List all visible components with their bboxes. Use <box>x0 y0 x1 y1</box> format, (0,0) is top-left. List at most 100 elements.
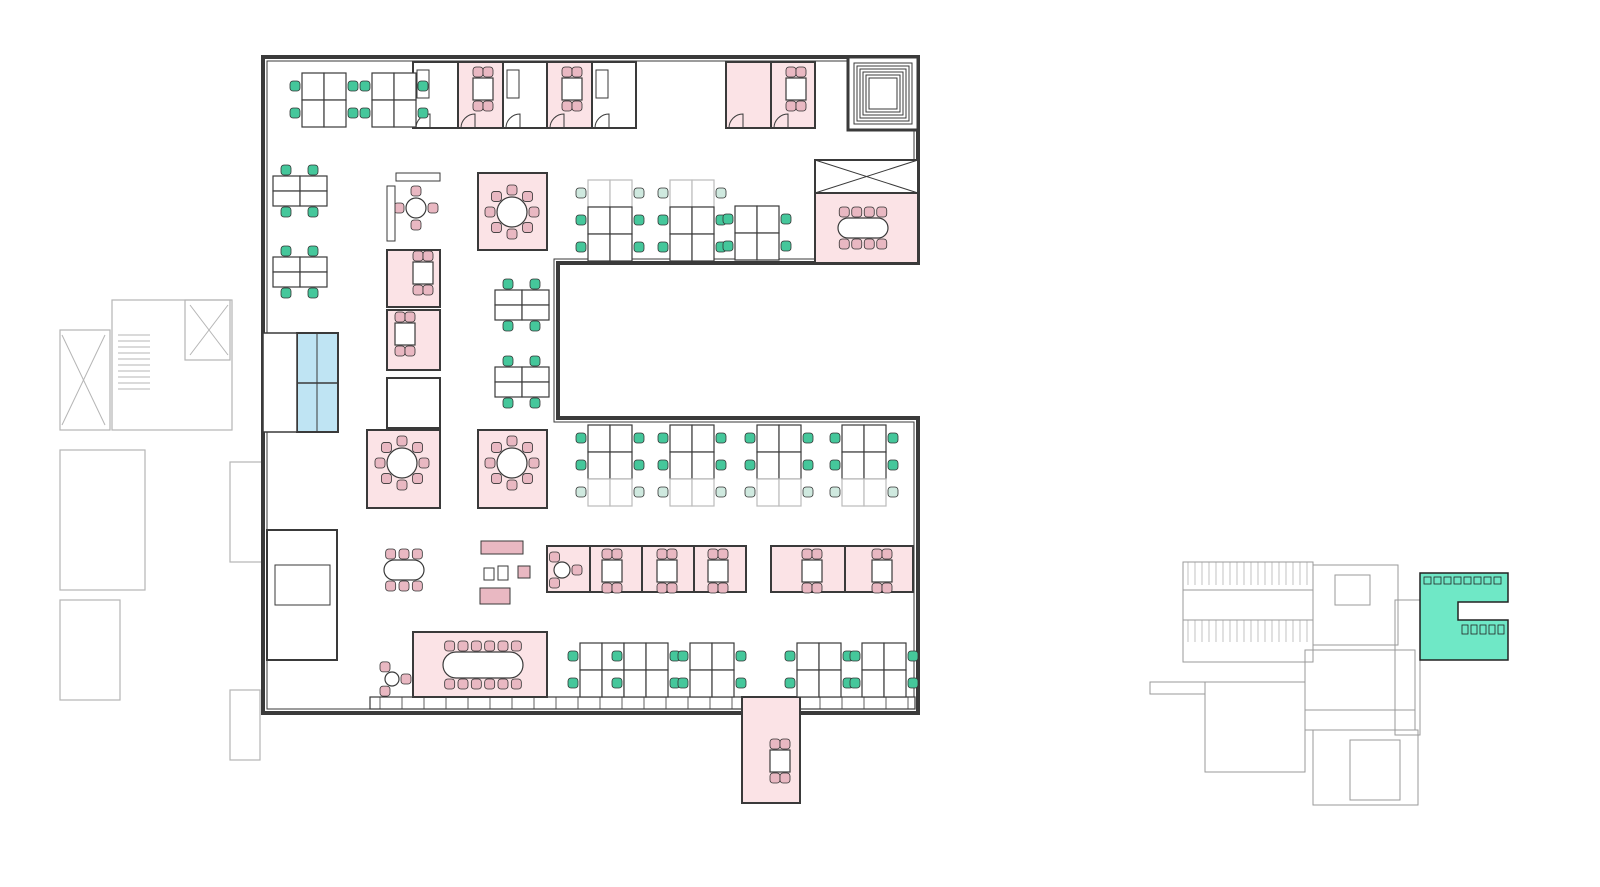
stair-flight <box>856 65 910 122</box>
keymap-building <box>1149 681 1206 695</box>
door-swing <box>505 113 521 129</box>
meeting-chair <box>506 184 518 196</box>
meeting-chair <box>785 66 797 78</box>
neighbor-wall <box>59 449 146 591</box>
workstation-chair <box>529 355 541 367</box>
meeting-chair <box>528 457 540 469</box>
workstation-chair <box>529 278 541 290</box>
workstation-chair <box>715 459 727 471</box>
meeting-chair <box>549 577 560 589</box>
furniture <box>272 66 919 784</box>
meeting-chair <box>863 238 875 250</box>
meeting-chair <box>444 640 456 652</box>
ottoman <box>483 567 495 581</box>
keymap-highlighted-floor <box>1419 572 1509 661</box>
desk <box>756 424 780 453</box>
keymap-building <box>1312 729 1419 806</box>
meeting-chair <box>418 457 430 469</box>
workstation-chair <box>529 320 541 332</box>
desk <box>691 424 715 453</box>
meeting-chair <box>795 66 807 78</box>
workstation-chair <box>829 459 841 471</box>
workstation-chair <box>744 432 756 444</box>
workstation-chair <box>802 432 814 444</box>
meeting-chair <box>484 206 496 218</box>
desk <box>841 478 865 507</box>
keymap-furniture <box>1470 624 1478 635</box>
meeting-chair <box>412 473 423 484</box>
desk <box>691 451 715 480</box>
desk <box>778 424 802 453</box>
meeting-chair <box>601 582 613 594</box>
meeting-chair <box>795 100 807 112</box>
workstation-chair <box>529 397 541 409</box>
meeting-chair <box>410 185 422 197</box>
meeting-chair <box>717 582 729 594</box>
meeting-chair <box>656 548 668 560</box>
keymap-furniture <box>1483 576 1492 585</box>
meeting-chair <box>374 457 386 469</box>
workstation-chair <box>417 107 429 119</box>
workstation-chair <box>289 107 301 119</box>
meeting-chair <box>410 219 422 231</box>
desk <box>587 424 611 453</box>
workstation-chair <box>735 650 747 662</box>
workstation-chair <box>802 486 814 498</box>
workstation-chair <box>715 432 727 444</box>
meeting-chair <box>412 442 423 453</box>
toilet-room <box>274 564 331 606</box>
meeting-chair <box>396 435 408 447</box>
meeting-chair <box>385 580 397 592</box>
keymap-furniture <box>1423 576 1432 585</box>
desk <box>863 478 887 507</box>
keymap-building <box>1349 739 1401 801</box>
workstation-chair <box>611 650 623 662</box>
meeting-chair <box>522 191 533 202</box>
desk <box>861 642 885 671</box>
meeting-chair <box>611 582 623 594</box>
meeting-chair <box>656 582 668 594</box>
meeting-chair <box>801 582 813 594</box>
meeting-chair <box>491 442 502 453</box>
desk <box>521 289 550 306</box>
meeting-chair <box>871 548 883 560</box>
desk <box>756 451 780 480</box>
workstation-chair <box>907 677 919 689</box>
keymap-building <box>1334 574 1371 606</box>
desk <box>818 642 842 671</box>
desk <box>494 381 523 398</box>
meeting-chair <box>522 222 533 233</box>
table <box>707 559 729 583</box>
desk <box>299 256 328 273</box>
meeting-chair <box>491 191 502 202</box>
desk <box>796 642 820 671</box>
round-table <box>384 671 400 687</box>
desk <box>299 271 328 288</box>
meeting-chair <box>422 284 434 296</box>
desk <box>609 233 633 262</box>
workstation-chair <box>907 650 919 662</box>
meeting-chair <box>412 250 424 262</box>
workstation-chair <box>307 164 319 176</box>
meeting-chair <box>484 640 496 652</box>
elevator-cross <box>189 304 229 356</box>
desk <box>609 478 633 507</box>
workstation-chair <box>784 677 796 689</box>
meeting-chair <box>457 678 469 690</box>
meeting-chair <box>707 548 719 560</box>
desk <box>272 190 301 207</box>
workstation-chair <box>502 397 514 409</box>
table <box>394 322 416 346</box>
conference-table <box>383 559 425 581</box>
armchair <box>517 565 531 579</box>
desk <box>494 304 523 321</box>
meeting-chair <box>381 473 392 484</box>
desk <box>863 424 887 453</box>
meeting-chair <box>522 442 533 453</box>
round-table <box>405 197 427 219</box>
meeting-chair <box>601 548 613 560</box>
elevator-cross <box>814 159 919 194</box>
desk <box>691 233 715 262</box>
workstation-chair <box>829 486 841 498</box>
meeting-chair <box>470 640 482 652</box>
